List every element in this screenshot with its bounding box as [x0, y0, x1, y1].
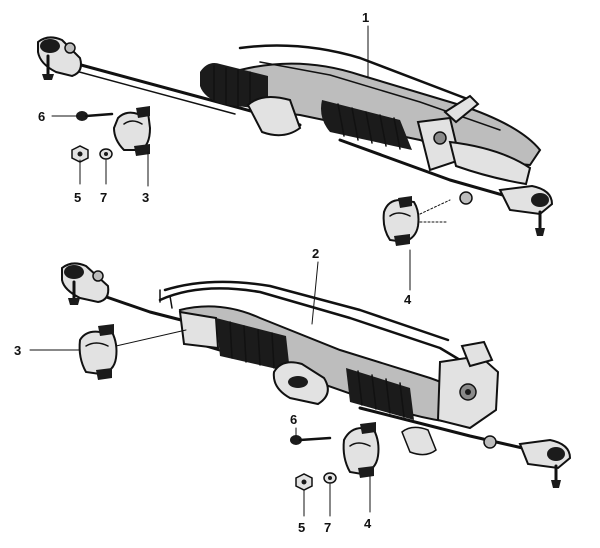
upper-right-end-tube	[448, 140, 532, 186]
upper-washer-7	[99, 148, 113, 160]
upper-right-clamp-bracket-4	[382, 196, 451, 246]
upper-hydraulic-pipe	[238, 44, 472, 102]
callout-labels: 1 2 3 3 4 4 5 5 6 6 7 7	[14, 10, 412, 535]
upper-clamp-bracket-3	[112, 106, 152, 156]
callout-4-upper: 4	[404, 292, 412, 307]
callout-6-lower: 6	[290, 412, 297, 427]
lower-right-tie-rod	[358, 406, 542, 454]
lower-washer-7	[323, 472, 337, 484]
callout-4-lower: 4	[364, 516, 372, 531]
upper-right-tie-rod	[338, 138, 522, 202]
upper-nut-5	[71, 145, 89, 163]
callout-7-upper: 7	[100, 190, 107, 205]
upper-left-bellows-boot	[200, 63, 268, 110]
upper-right-tie-rod-end	[459, 184, 554, 236]
lower-hydraulic-pipe-b	[163, 280, 450, 342]
lower-left-bellows-boot	[178, 310, 290, 372]
callout-3-lower: 3	[14, 343, 21, 358]
lower-bolt-6	[290, 435, 332, 445]
lower-left-clamp-bracket-3	[78, 324, 118, 380]
upper-steering-rack-assembly	[37, 36, 554, 236]
callout-5-lower: 5	[298, 520, 305, 535]
callout-5-upper: 5	[74, 190, 81, 205]
callout-6-upper: 6	[38, 109, 45, 124]
lower-left-tie-rod-end	[61, 262, 110, 305]
lower-steering-rack-assembly	[61, 262, 572, 488]
callout-2: 2	[312, 246, 319, 261]
callout-3-upper: 3	[142, 190, 149, 205]
lower-right-bellows-boot	[346, 368, 414, 420]
upper-mount-block	[246, 95, 302, 137]
lower-hydraulic-pipe-a	[158, 287, 462, 362]
lower-mounting-plate	[272, 361, 329, 406]
callout-1: 1	[362, 10, 369, 25]
lower-pinion-valve	[401, 340, 500, 456]
lower-nut-5	[295, 473, 313, 491]
callout-7-lower: 7	[324, 520, 331, 535]
leader-lines	[29, 25, 411, 517]
upper-bolt-6	[76, 111, 114, 121]
upper-left-tie-rod-end	[37, 36, 82, 80]
upper-right-bellows-boot	[321, 100, 412, 150]
lower-clamp-bracket-4	[342, 422, 380, 478]
lower-right-tie-rod-end	[483, 435, 572, 488]
